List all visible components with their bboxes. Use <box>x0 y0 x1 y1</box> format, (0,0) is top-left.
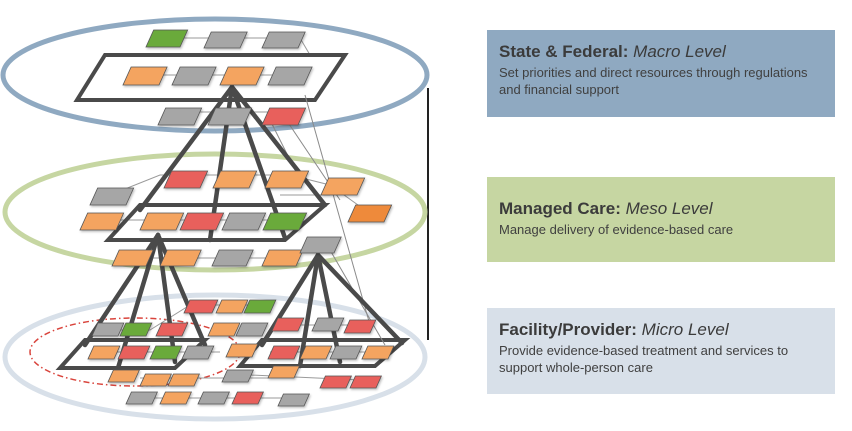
network-node <box>277 393 311 407</box>
meso-level-title: Managed Care: <box>499 199 621 218</box>
network-node <box>221 212 267 231</box>
network-node <box>157 107 203 126</box>
network-node <box>179 212 225 231</box>
network-node <box>261 249 304 267</box>
network-node <box>235 322 269 337</box>
network-node <box>319 375 353 389</box>
network-node <box>221 369 255 383</box>
network-node <box>271 317 305 332</box>
network-node <box>107 369 141 383</box>
network-node <box>349 375 383 389</box>
macro-ring <box>0 16 430 134</box>
network-node <box>262 212 308 231</box>
macro-level-description: Set priorities and direct resources thro… <box>499 65 808 97</box>
network-node <box>87 345 121 360</box>
network-node <box>219 66 265 86</box>
micro-level-subtitle: Micro Level <box>641 320 729 339</box>
network-node <box>343 319 377 334</box>
network-node <box>203 31 248 49</box>
network-node <box>91 322 125 337</box>
network-node <box>207 107 253 126</box>
meso-level-subtitle: Meso Level <box>625 199 713 218</box>
network-node <box>117 345 151 360</box>
network-node <box>125 391 159 405</box>
network-node <box>163 170 209 189</box>
network-node <box>299 345 333 360</box>
network-node <box>267 365 301 379</box>
macro-level-box: State & Federal: Macro Level Set priorit… <box>487 30 835 117</box>
network-node <box>139 212 185 231</box>
network-node <box>261 31 306 49</box>
macro-plane <box>73 53 349 102</box>
micro-level-heading: Facility/Provider: Micro Level <box>499 320 823 340</box>
meso-level-heading: Managed Care: Meso Level <box>499 199 823 219</box>
network-node <box>111 249 154 267</box>
network-node <box>311 317 345 332</box>
micro-level-description: Provide evidence-based treatment and ser… <box>499 343 789 375</box>
network-node <box>267 66 313 86</box>
network-node <box>347 204 393 223</box>
network-node <box>79 212 125 231</box>
network-node <box>197 391 231 405</box>
network-node <box>243 299 277 314</box>
network-node <box>149 345 183 360</box>
micro-level-box: Facility/Provider: Micro Level Provide e… <box>487 308 835 394</box>
network-node <box>261 107 307 126</box>
micro-ring <box>2 292 428 422</box>
network-node <box>119 322 153 337</box>
network-node <box>167 373 201 387</box>
network-node <box>211 249 254 267</box>
micro-plane-left <box>55 338 211 370</box>
multilevel-network-diagram <box>0 16 430 422</box>
network-node <box>215 299 249 314</box>
network-node <box>267 345 301 360</box>
network-node <box>155 322 189 337</box>
network-node <box>207 322 241 337</box>
meso-level-description: Manage delivery of evidence-based care <box>499 222 734 237</box>
network-node <box>361 345 395 360</box>
network-node <box>159 391 193 405</box>
macro-level-subtitle: Macro Level <box>633 42 726 61</box>
meso-ring <box>2 151 428 273</box>
network-node <box>139 373 173 387</box>
macro-level-title: State & Federal: <box>499 42 629 61</box>
network-node <box>122 66 168 86</box>
macro-level-heading: State & Federal: Macro Level <box>499 42 823 62</box>
network-node <box>329 345 363 360</box>
network-node <box>231 391 265 405</box>
meso-level-box: Managed Care: Meso Level Manage delivery… <box>487 177 835 262</box>
network-node <box>181 345 215 360</box>
micro-level-title: Facility/Provider: <box>499 320 637 339</box>
network-node <box>299 236 342 254</box>
network-nodes <box>79 29 395 407</box>
network-node <box>171 66 217 86</box>
network-node <box>159 249 202 267</box>
network-node <box>183 299 219 314</box>
network-node <box>264 170 310 189</box>
network-node <box>225 343 259 358</box>
network-node <box>212 170 258 189</box>
network-node <box>320 177 366 196</box>
network-node <box>145 29 189 48</box>
network-node <box>89 187 135 206</box>
